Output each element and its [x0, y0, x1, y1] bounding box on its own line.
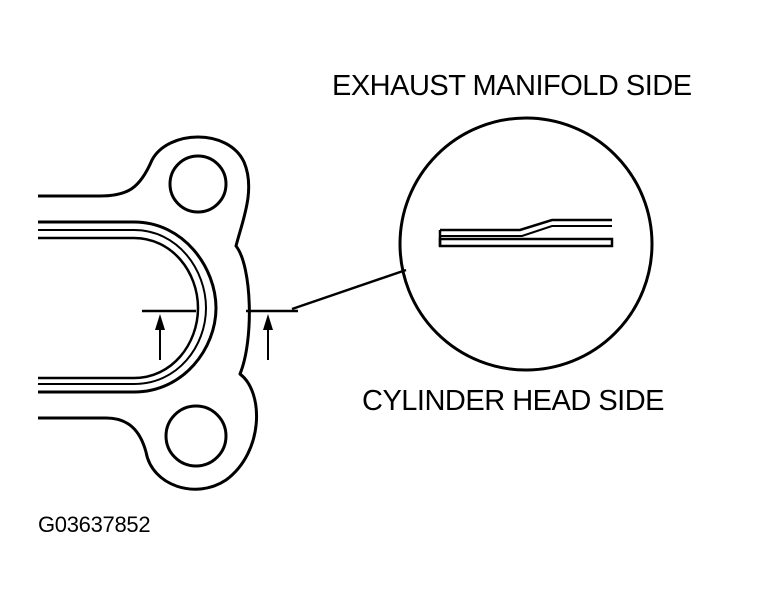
right-arrow-head	[263, 314, 273, 330]
port-inner-line	[38, 236, 200, 380]
lower-bolt-hole	[164, 404, 228, 468]
gasket-outline	[38, 135, 258, 491]
cylinder-head-side-label: CYLINDER HEAD SIDE	[362, 385, 665, 417]
upper-bolt-hole	[168, 154, 228, 214]
left-arrow-head	[155, 314, 165, 330]
exhaust-manifold-side-label: EXHAUST MANIFOLD SIDE	[332, 70, 692, 102]
figure-code: G03637852	[38, 512, 151, 537]
port-middle-line	[38, 229, 208, 385]
gasket-section-upper-inner	[440, 225, 612, 237]
port-outer-line	[38, 220, 218, 394]
gasket-section-upper	[440, 218, 612, 232]
leader-line	[291, 268, 407, 311]
gasket-section-lower	[438, 237, 614, 248]
detail-circle	[398, 116, 654, 372]
